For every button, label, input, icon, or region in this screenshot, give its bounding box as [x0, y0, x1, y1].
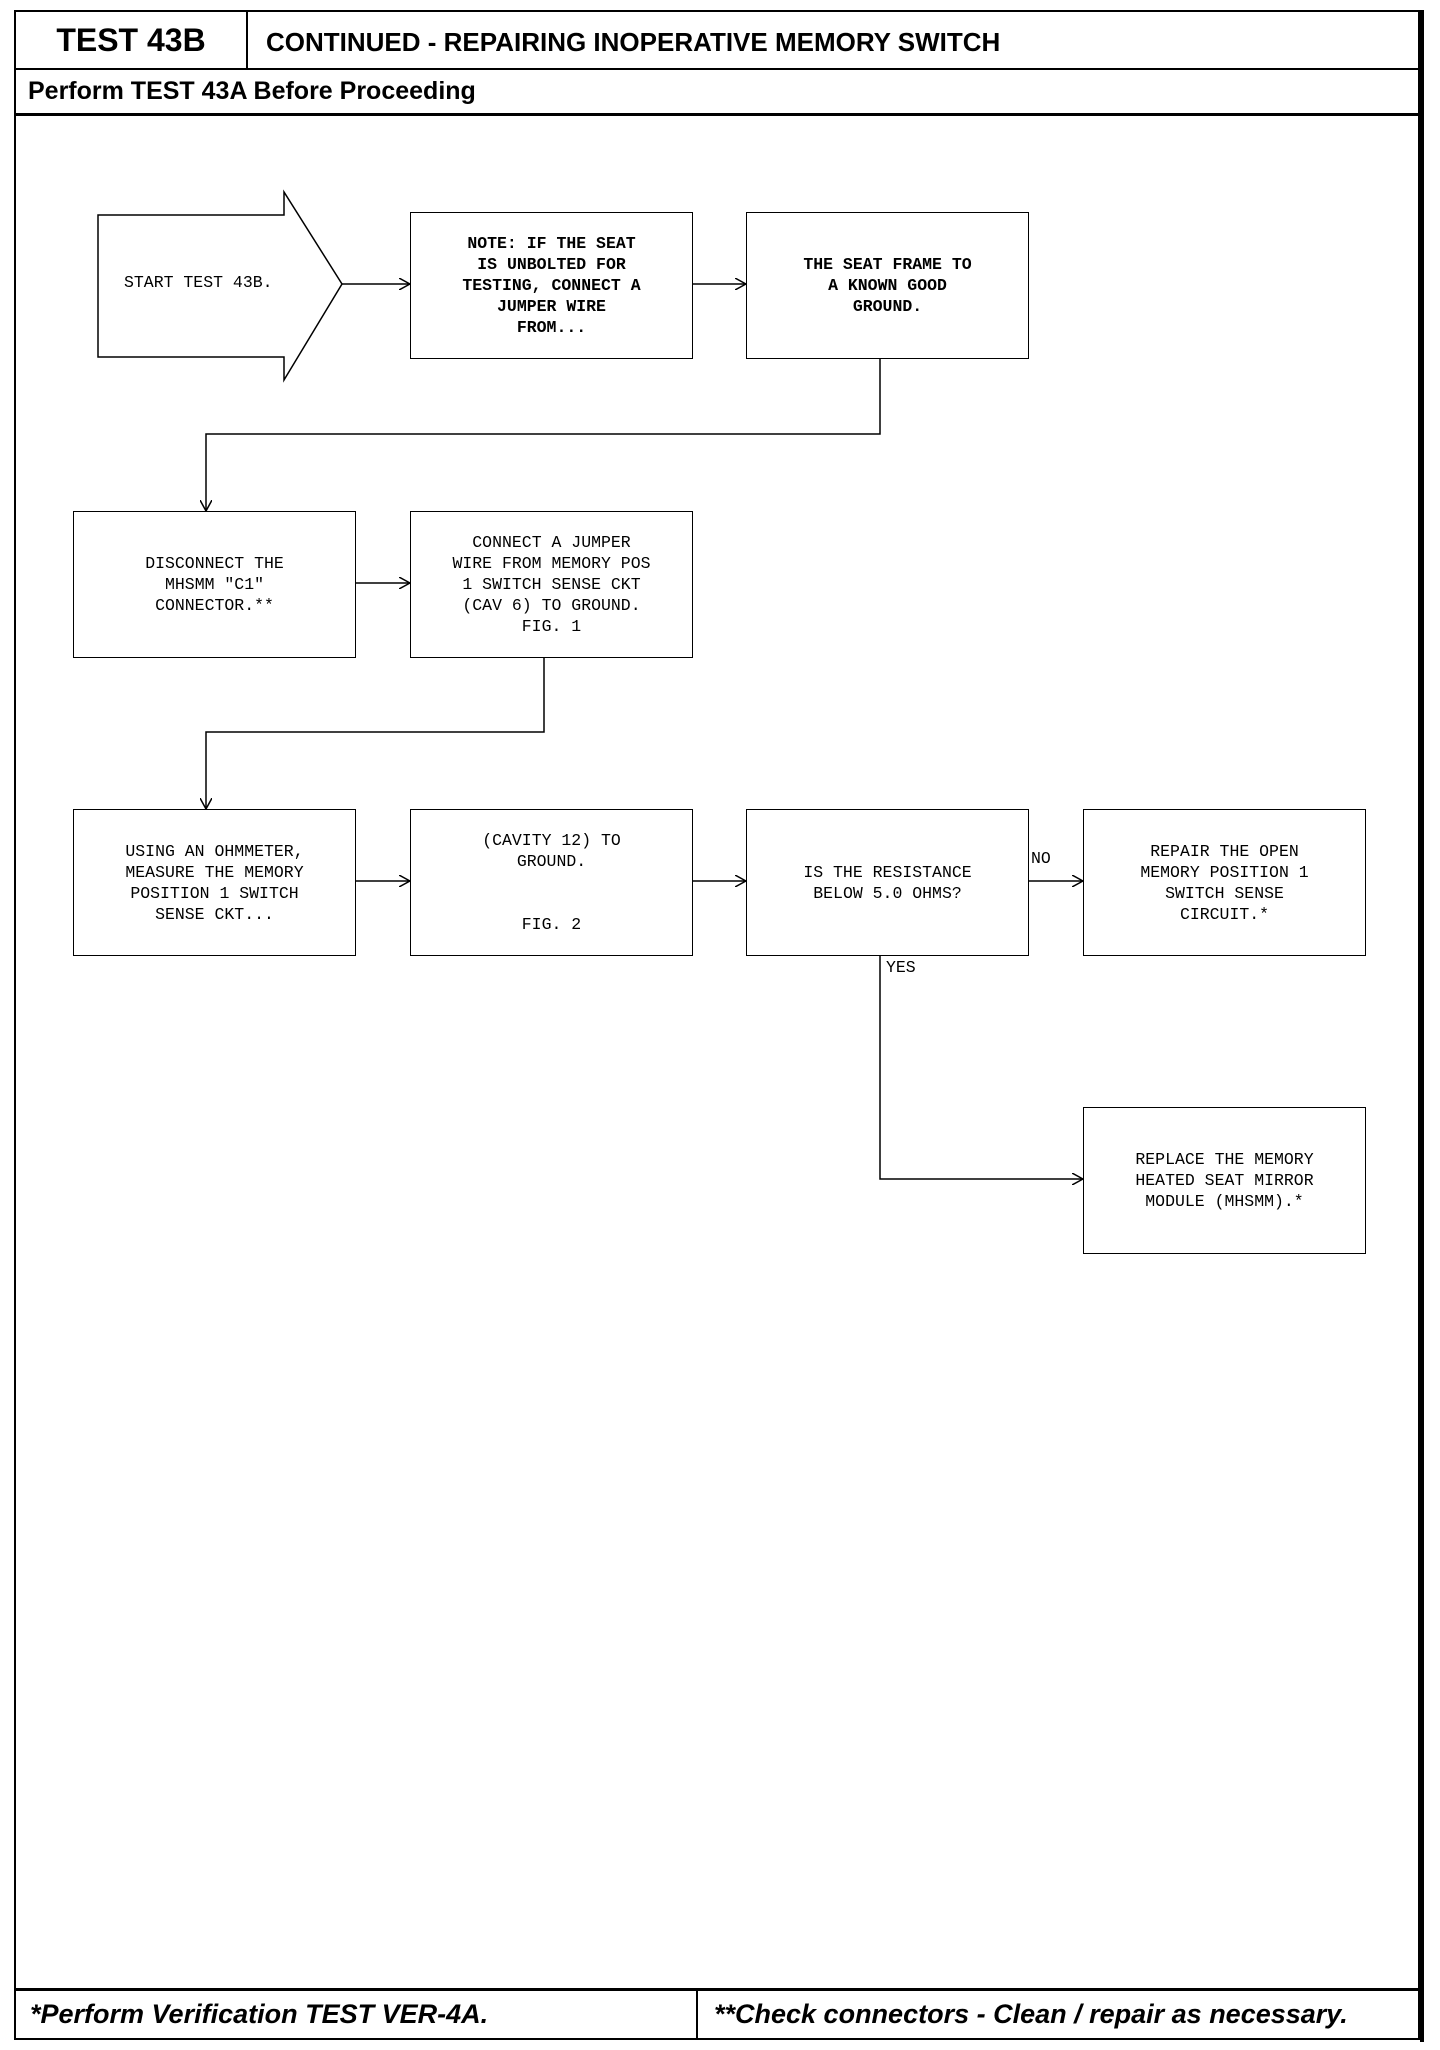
frame-line: THE SEAT FRAME TO	[803, 255, 972, 274]
jumper-line: FIG. 1	[521, 617, 582, 636]
replace-line: MODULE (MHSMM).*	[1145, 1192, 1304, 1211]
jumper-line: (CAV 6) TO GROUND.	[462, 596, 641, 615]
note-line: TESTING, CONNECT A	[462, 276, 641, 295]
cavity-line: FIG. 2	[521, 915, 582, 934]
footer-connector-note: **Check connectors - Clean / repair as n…	[714, 1999, 1348, 2029]
replace-line: HEATED SEAT MIRROR	[1135, 1171, 1314, 1190]
disconnect-line: DISCONNECT THE	[145, 554, 284, 573]
test-id: TEST 43B	[16, 12, 248, 68]
frame-line: A KNOWN GOOD	[828, 276, 947, 295]
ohmmeter-line: MEASURE THE MEMORY	[125, 862, 304, 882]
ohmmeter-line: POSITION 1 SWITCH	[130, 883, 299, 903]
footer-bar: *Perform Verification TEST VER-4A. **Che…	[16, 1988, 1418, 2038]
procedure-page: TEST 43B CONTINUED - REPAIRING INOPERATI…	[14, 10, 1424, 2042]
disconnect-line: CONNECTOR.**	[155, 596, 274, 615]
seat-frame-box: THE SEAT FRAME TO A KNOWN GOOD GROUND.	[746, 212, 1029, 359]
note-line: NOTE: IF THE SEAT	[467, 234, 636, 253]
jumper-box: CONNECT A JUMPER WIRE FROM MEMORY POS 1 …	[410, 511, 693, 658]
start-label: START TEST 43B.	[124, 273, 273, 292]
cavity-box: (CAVITY 12) TO GROUND. FIG. 2	[410, 809, 693, 956]
repair-line: REPAIR THE OPEN	[1150, 841, 1299, 861]
cavity-line: (CAVITY 12) TO	[482, 831, 621, 850]
disconnect-box: DISCONNECT THE MHSMM "C1" CONNECTOR.**	[73, 511, 356, 658]
repair-line: MEMORY POSITION 1	[1140, 862, 1309, 882]
replace-line: REPLACE THE MEMORY	[1135, 1150, 1314, 1169]
ohmmeter-line: USING AN OHMMETER,	[125, 841, 304, 861]
repair-line: SWITCH SENSE	[1165, 883, 1284, 903]
yes-branch-label: YES	[886, 958, 916, 977]
repair-line: CIRCUIT.*	[1179, 904, 1270, 924]
disconnect-line: MHSMM "C1"	[164, 575, 265, 594]
repair-box: REPAIR THE OPEN MEMORY POSITION 1 SWITCH…	[1083, 809, 1366, 956]
note-box: NOTE: IF THE SEAT IS UNBOLTED FOR TESTIN…	[410, 212, 693, 359]
jumper-line: 1 SWITCH SENSE CKT	[462, 575, 641, 594]
footer-verification-note: *Perform Verification TEST VER-4A.	[16, 1991, 698, 2038]
note-line: JUMPER WIRE	[497, 297, 606, 316]
decision-line: IS THE RESISTANCE	[803, 862, 972, 882]
page-title: CONTINUED - REPAIRING INOPERATIVE MEMORY…	[266, 27, 1001, 57]
cavity-line: GROUND.	[516, 852, 587, 871]
replace-box: REPLACE THE MEMORY HEATED SEAT MIRROR MO…	[1083, 1107, 1366, 1254]
note-line: IS UNBOLTED FOR	[477, 255, 626, 274]
ohmmeter-line: SENSE CKT...	[155, 904, 274, 924]
header-bar: TEST 43B CONTINUED - REPAIRING INOPERATI…	[16, 12, 1418, 70]
decision-line: BELOW 5.0 OHMS?	[813, 883, 962, 903]
ohmmeter-box: USING AN OHMMETER, MEASURE THE MEMORY PO…	[73, 809, 356, 956]
prerequisite-note: Perform TEST 43A Before Proceeding	[16, 70, 1418, 116]
jumper-line: WIRE FROM MEMORY POS	[452, 554, 651, 573]
jumper-line: CONNECT A JUMPER	[472, 533, 631, 552]
no-branch-label: NO	[1031, 849, 1051, 868]
note-line: FROM...	[516, 318, 587, 337]
decision-box: IS THE RESISTANCE BELOW 5.0 OHMS?	[746, 809, 1029, 956]
frame-line: GROUND.	[852, 297, 923, 316]
